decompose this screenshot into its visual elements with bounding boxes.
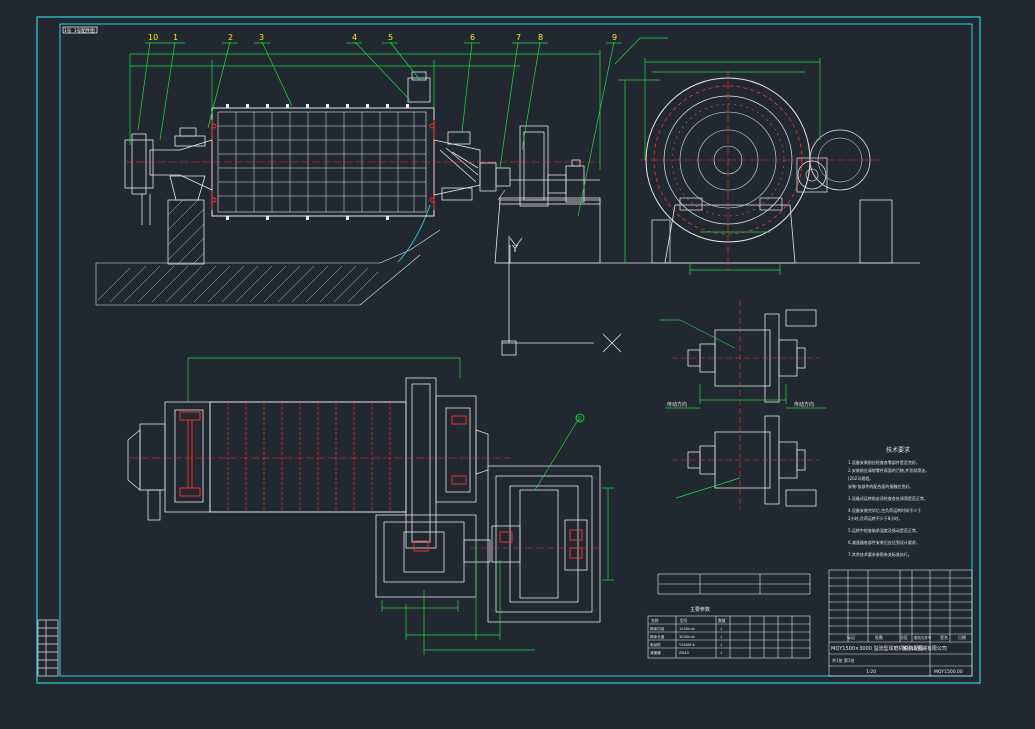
axis-y-label: Y (511, 244, 519, 255)
tb-drawing-no: MQY1500.00 (934, 669, 963, 675)
part-number-7: 7 (516, 33, 521, 42)
title-tag-box (62, 26, 98, 34)
direction-left: 传动方向 (667, 401, 687, 408)
tech-line-9: 6.减速器各部件安装后应达到设计要求。 (848, 539, 920, 545)
plan-view: ① (127, 357, 614, 655)
front-view: 10 1 2 3 4 5 6 7 8 9 Y (95, 33, 622, 356)
part-number-8: 8 (538, 33, 543, 42)
tech-line-5: 3.设备试运转前必须检查各处润滑是否正常。 (848, 495, 928, 501)
tech-title: 技术要求 (886, 446, 910, 454)
params-r1-c3: 1 (720, 627, 722, 631)
tb-scale: 1:20 (866, 669, 876, 675)
title-block: 标记 处数 分区 更改文件号 签名 日期 MQY1500×3000 溢流型球磨机… (828, 569, 973, 677)
tech-line-7: 2小时,负荷运转不少于8小时。 (848, 515, 902, 521)
inner-border (59, 23, 973, 677)
tb-company: 某矿山机械有限公司 (902, 645, 947, 652)
params-r4-c3: 1 (720, 651, 722, 655)
tb-h5: 签名 (940, 634, 948, 640)
params-title: 主要参数 (690, 606, 710, 613)
section-mark: ① (576, 415, 582, 423)
note-table (657, 573, 811, 595)
part-number-6: 6 (470, 33, 475, 42)
side-view (600, 37, 920, 275)
params-r2-c1: 筒体长度 (650, 634, 665, 639)
tech-requirements: 技术要求 1.设备安装前应检查各零部件是否完好。 2.安装前应清除零件表面的污物… (848, 446, 929, 557)
detail-views: 传动方向 传动方向 (660, 300, 826, 510)
params-r3-c1: 电动机 (650, 642, 661, 647)
tb-project: MQY1500×3000 溢流型球磨机总装配图 (831, 645, 924, 652)
part-number-2: 2 (228, 33, 233, 42)
tb-sheet: 共1张 第1张 (832, 657, 854, 663)
part-number-5: 5 (388, 33, 393, 42)
tb-h6: 日期 (958, 634, 966, 640)
params-h2: 型号 (680, 618, 688, 623)
tech-line-4: 安装:各部件的配合面的接触应良好。 (848, 483, 913, 489)
part-number-3: 3 (259, 33, 264, 42)
params-r4-c2: ZD40 (679, 651, 690, 655)
title-tag: 1号 1号配件图 (64, 27, 95, 34)
part-number-10: 10 (148, 33, 158, 42)
part-number-9: 9 (612, 33, 617, 42)
part-number-1: 1 (173, 33, 178, 42)
params-r1-c2: 1500mm (679, 627, 696, 631)
tb-h2: 处数 (875, 634, 883, 640)
tech-line-10: 7.其余技术要求参照有关标准执行。 (848, 551, 912, 557)
tech-line-2: 2.安装前应清除零件表面的污物,并涂润滑油。 (848, 467, 929, 473)
params-h3: 数量 (718, 618, 726, 623)
direction-right: 传动方向 (794, 401, 814, 408)
left-strip (37, 619, 59, 677)
tb-h1: 标记 (847, 634, 855, 640)
params-r1-c1: 筒体内径 (650, 626, 665, 631)
params-h1: 名称 (651, 618, 659, 623)
params-r3-c3: 1 (720, 643, 722, 647)
tech-line-3: (2023)规程。 (848, 475, 873, 481)
tb-h3: 分区 (900, 634, 908, 640)
part-number-4: 4 (352, 33, 357, 42)
tech-line-6: 4.设备安装完毕后,空负荷运转时间不少于 (848, 507, 921, 513)
tech-line-8: 5.运转中检查轴承温度及振动是否正常。 (848, 527, 920, 533)
params-r2-c2: 3000mm (679, 635, 696, 639)
params-table: 主要参数 名称 型号 数量 筒体内径 1500mm 1 筒体长度 3000mm … (647, 606, 811, 659)
tech-line-1: 1.设备安装前应检查各零部件是否完好。 (848, 459, 920, 465)
params-r2-c3: 1 (720, 635, 722, 639)
params-r4-c1: 减速器 (650, 650, 661, 655)
tb-h4: 更改文件号 (914, 635, 932, 640)
outer-border (36, 16, 981, 684)
params-r3-c2: Y280M-8 (679, 643, 695, 647)
